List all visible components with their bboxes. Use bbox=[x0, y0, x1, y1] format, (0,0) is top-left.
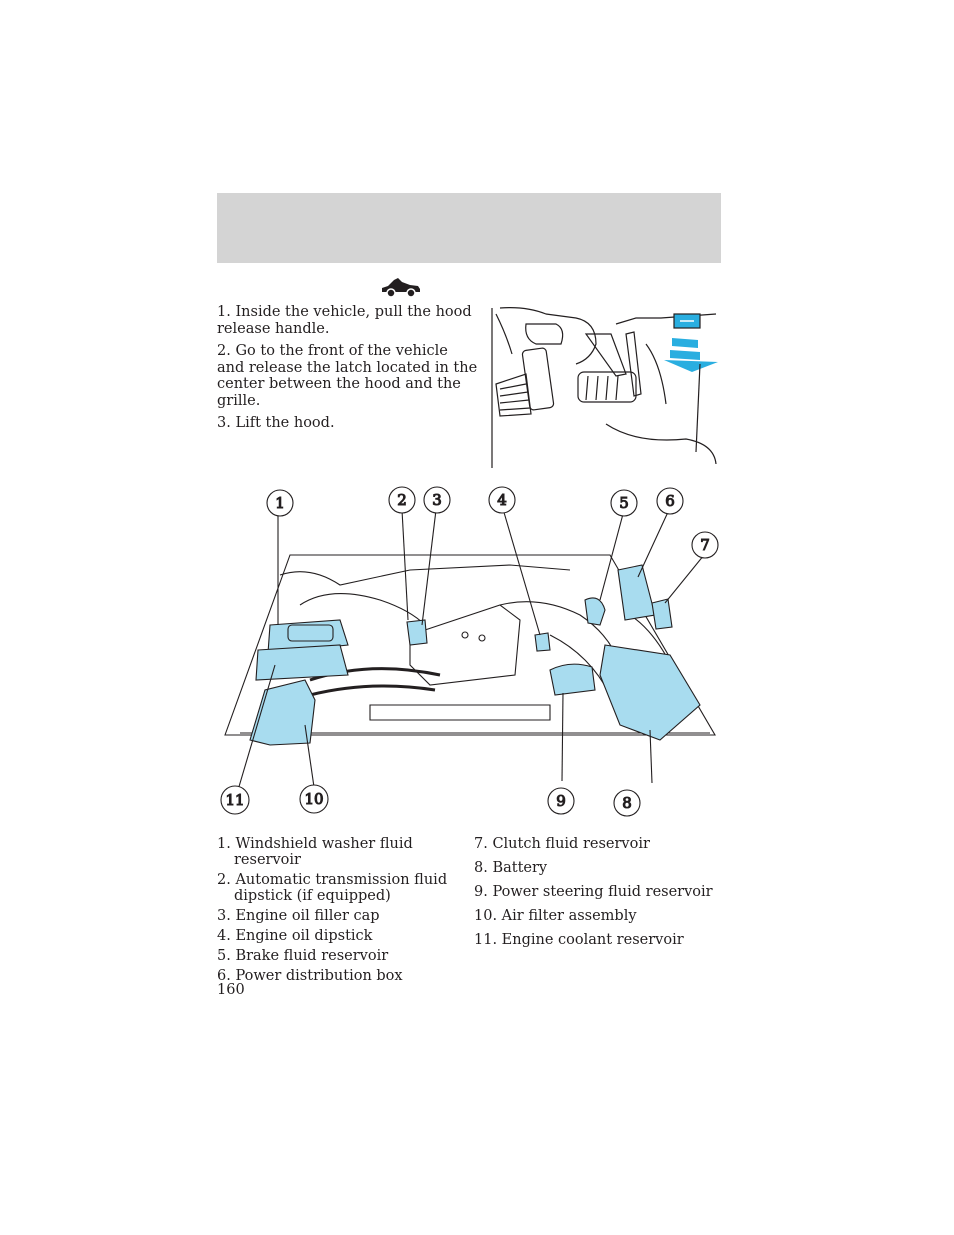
legend-item: 6. Power distribution box bbox=[217, 968, 403, 984]
svg-text:1: 1 bbox=[275, 494, 285, 512]
callout-5: 5 bbox=[610, 489, 638, 517]
callout-9: 9 bbox=[547, 787, 575, 815]
svg-text:4: 4 bbox=[497, 491, 507, 509]
car-hood-open-icon bbox=[382, 278, 420, 298]
legend-item: 8. Battery bbox=[474, 860, 548, 876]
svg-text:2: 2 bbox=[397, 491, 407, 509]
svg-text:7: 7 bbox=[700, 536, 710, 554]
legend-item: 10. Air filter assembly bbox=[474, 908, 637, 924]
callout-6: 6 bbox=[656, 487, 684, 515]
callout-3: 3 bbox=[423, 486, 451, 514]
legend-item: 5. Brake fluid reservoir bbox=[217, 948, 389, 964]
svg-text:6: 6 bbox=[665, 492, 675, 510]
legend-left-column: 1. Windshield washer fluid reservoir 2. … bbox=[217, 836, 472, 988]
svg-text:8: 8 bbox=[622, 794, 632, 812]
legend-item: 4. Engine oil dipstick bbox=[217, 928, 373, 944]
callout-10: 10 bbox=[299, 784, 329, 814]
legend-item: 9. Power steering fluid reservoir bbox=[474, 884, 713, 900]
callout-1: 1 bbox=[266, 489, 294, 517]
legend-item: 7. Clutch fluid reservoir bbox=[474, 836, 650, 852]
svg-text:9: 9 bbox=[556, 792, 566, 810]
legend-item: 3. Engine oil filler cap bbox=[217, 908, 380, 924]
legend-item: 1. Windshield washer fluid reservoir bbox=[217, 836, 413, 868]
hood-release-steps: 1. Inside the vehicle, pull the hood rel… bbox=[217, 304, 479, 438]
callout-2: 2 bbox=[388, 486, 416, 514]
hood-release-illustration bbox=[491, 307, 718, 468]
svg-text:10: 10 bbox=[304, 790, 323, 808]
svg-text:3: 3 bbox=[432, 491, 442, 509]
legend-right-column: 7. Clutch fluid reservoir 8. Battery 9. … bbox=[474, 836, 724, 956]
callout-7: 7 bbox=[691, 531, 719, 559]
step-2: 2. Go to the front of the vehicle and re… bbox=[217, 343, 478, 409]
svg-text:11: 11 bbox=[225, 791, 244, 809]
callout-11: 11 bbox=[220, 785, 250, 815]
svg-text:5: 5 bbox=[619, 494, 629, 512]
page-number: 160 bbox=[217, 982, 245, 998]
engine-callouts: 1 2 3 4 5 6 7 8 9 10 11 bbox=[220, 486, 719, 817]
callout-4: 4 bbox=[488, 486, 516, 514]
callout-8: 8 bbox=[613, 789, 641, 817]
step-1: 1. Inside the vehicle, pull the hood rel… bbox=[217, 304, 472, 337]
step-3: 3. Lift the hood. bbox=[217, 415, 335, 431]
legend-item: 2. Automatic transmission fluid dipstick… bbox=[217, 872, 448, 904]
section-header-band bbox=[217, 193, 721, 263]
legend-item: 11. Engine coolant reservoir bbox=[474, 932, 684, 948]
engine-compartment-diagram: 1 2 3 4 5 6 7 8 9 10 11 bbox=[220, 486, 719, 817]
